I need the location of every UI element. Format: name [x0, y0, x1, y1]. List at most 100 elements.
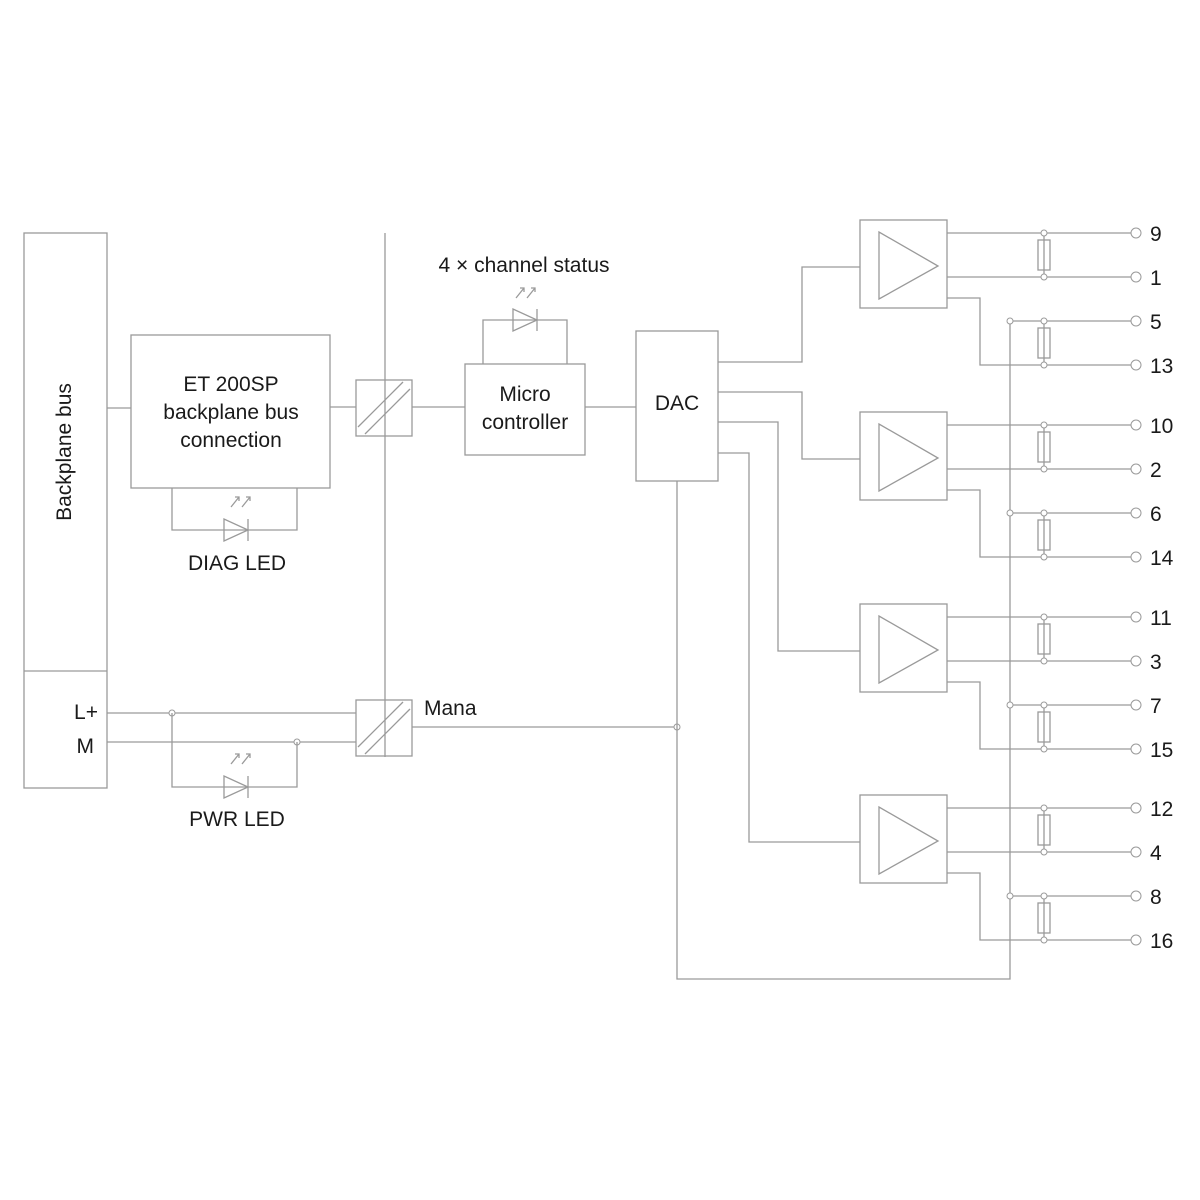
channel-2-wire-r3	[947, 489, 1131, 558]
channel-3-amplifier-icon	[878, 614, 940, 685]
power-isolator-diag1	[357, 701, 404, 748]
terminal-8-circle	[1130, 890, 1142, 902]
channel-3-resistor-2-icon	[1037, 711, 1051, 743]
diag-led-wire	[171, 488, 298, 531]
channel-3-bus-junction	[1006, 701, 1014, 709]
channel-status-diode-icon	[512, 307, 539, 333]
channel-3-input-wire	[718, 421, 860, 652]
terminal-9-circle	[1130, 227, 1142, 239]
et200sp-label-line1: ET 200SP	[183, 373, 278, 396]
micro-label-line2: controller	[482, 411, 568, 434]
channel-4-resistor-2-node-a	[1040, 892, 1048, 900]
channel-2-resistor-2-node-b	[1040, 553, 1048, 561]
terminal-12-circle	[1130, 802, 1142, 814]
channel-4-resistor-1-node-b	[1040, 848, 1048, 856]
terminal-14-label: 14	[1150, 547, 1174, 570]
terminal-11-label: 11	[1150, 607, 1172, 630]
signal-isolator	[355, 379, 413, 437]
channel-1-resistor-1-node-a	[1040, 229, 1048, 237]
channel-2-resistor-1-node-a	[1040, 421, 1048, 429]
pwr-led-diode-icon	[223, 774, 250, 800]
diag-led-light-rays-icon	[230, 496, 251, 508]
channel-3-resistor-1-node-a	[1040, 613, 1048, 621]
terminal-15-label: 15	[1150, 739, 1173, 762]
channel-status-light-rays-icon	[515, 287, 536, 299]
signal-isolator-diag2	[364, 388, 411, 435]
terminal-10-label: 10	[1150, 415, 1173, 438]
channel-1-wire-r3	[947, 297, 1131, 366]
terminal-14-circle	[1130, 551, 1142, 563]
channel-2-bus-junction	[1006, 509, 1014, 517]
terminal-3-circle	[1130, 655, 1142, 667]
m-label: M	[77, 735, 95, 758]
channel-4-resistor-1-icon	[1037, 814, 1051, 846]
terminal-3-label: 3	[1150, 651, 1162, 674]
l-plus-label: L+	[74, 701, 98, 724]
diag-led-label: DIAG LED	[188, 552, 286, 575]
backplane-bus-block	[23, 232, 108, 789]
channel-3-amplifier-block	[859, 603, 948, 693]
channel-2-resistor-2-icon	[1037, 519, 1051, 551]
channel-2-resistor-2-node-a	[1040, 509, 1048, 517]
channel-4-wire-r3	[947, 872, 1131, 941]
channel-1-resistor-2-node-a	[1040, 317, 1048, 325]
backplane-bus-label: Backplane bus	[53, 383, 76, 521]
diag-led-diode-icon	[223, 517, 250, 543]
terminal-6-circle	[1130, 507, 1142, 519]
terminal-8-label: 8	[1150, 886, 1162, 909]
channel-4-amplifier-icon	[878, 805, 940, 876]
channel-4-resistor-1-node-a	[1040, 804, 1048, 812]
terminal-2-label: 2	[1150, 459, 1162, 482]
terminal-2-circle	[1130, 463, 1142, 475]
dac-label: DAC	[655, 392, 699, 415]
power-isolator-diag2	[364, 708, 411, 755]
channel-3-resistor-1-icon	[1037, 623, 1051, 655]
channel-2-resistor-1-node-b	[1040, 465, 1048, 473]
mana-return-wire	[676, 320, 1011, 980]
terminal-10-circle	[1130, 419, 1142, 431]
channel-2-resistor-1-icon	[1037, 431, 1051, 463]
mana-label: Mana	[424, 697, 477, 720]
channel-2-amplifier-icon	[878, 422, 940, 493]
terminal-1-circle	[1130, 271, 1142, 283]
terminal-6-label: 6	[1150, 503, 1162, 526]
terminal-7-circle	[1130, 699, 1142, 711]
channel-1-amplifier-block	[859, 219, 948, 309]
channel-1-amplifier-icon	[878, 230, 940, 301]
terminal-13-label: 13	[1150, 355, 1173, 378]
channel-1-resistor-2-node-b	[1040, 361, 1048, 369]
channel-1-resistor-2-icon	[1037, 327, 1051, 359]
pwr-led-light-rays-icon	[230, 753, 251, 765]
terminal-12-label: 12	[1150, 798, 1173, 821]
et200sp-label-line3: connection	[180, 429, 282, 452]
terminal-13-circle	[1130, 359, 1142, 371]
channel-1-bus-junction	[1006, 317, 1014, 325]
terminal-16-label: 16	[1150, 930, 1173, 953]
pwr-led-wire	[171, 713, 298, 788]
channel-1-input-wire	[718, 266, 860, 363]
terminal-7-label: 7	[1150, 695, 1162, 718]
terminal-4-circle	[1130, 846, 1142, 858]
channel-4-resistor-2-icon	[1037, 902, 1051, 934]
channel-4-amplifier-block	[859, 794, 948, 884]
channel-1-resistor-1-icon	[1037, 239, 1051, 271]
channel-status-led-wire	[482, 319, 568, 364]
micro-label-line1: Micro	[499, 383, 550, 406]
channel-4-bus-junction	[1006, 892, 1014, 900]
terminal-4-label: 4	[1150, 842, 1162, 865]
terminal-1-label: 1	[1150, 267, 1162, 290]
terminal-15-circle	[1130, 743, 1142, 755]
channel-2-input-wire	[718, 391, 860, 460]
channel-3-resistor-1-node-b	[1040, 657, 1048, 665]
signal-isolator-diag1	[357, 381, 404, 428]
microcontroller-block	[464, 363, 586, 456]
channel-3-resistor-2-node-b	[1040, 745, 1048, 753]
et200sp-connection-block	[130, 334, 331, 489]
terminal-5-label: 5	[1150, 311, 1162, 334]
et200sp-label-line2: backplane bus	[163, 401, 298, 424]
channel-4-input-wire	[718, 452, 860, 843]
terminal-11-circle	[1130, 611, 1142, 623]
channel-status-label: 4 × channel status	[438, 254, 609, 277]
channel-2-amplifier-block	[859, 411, 948, 501]
